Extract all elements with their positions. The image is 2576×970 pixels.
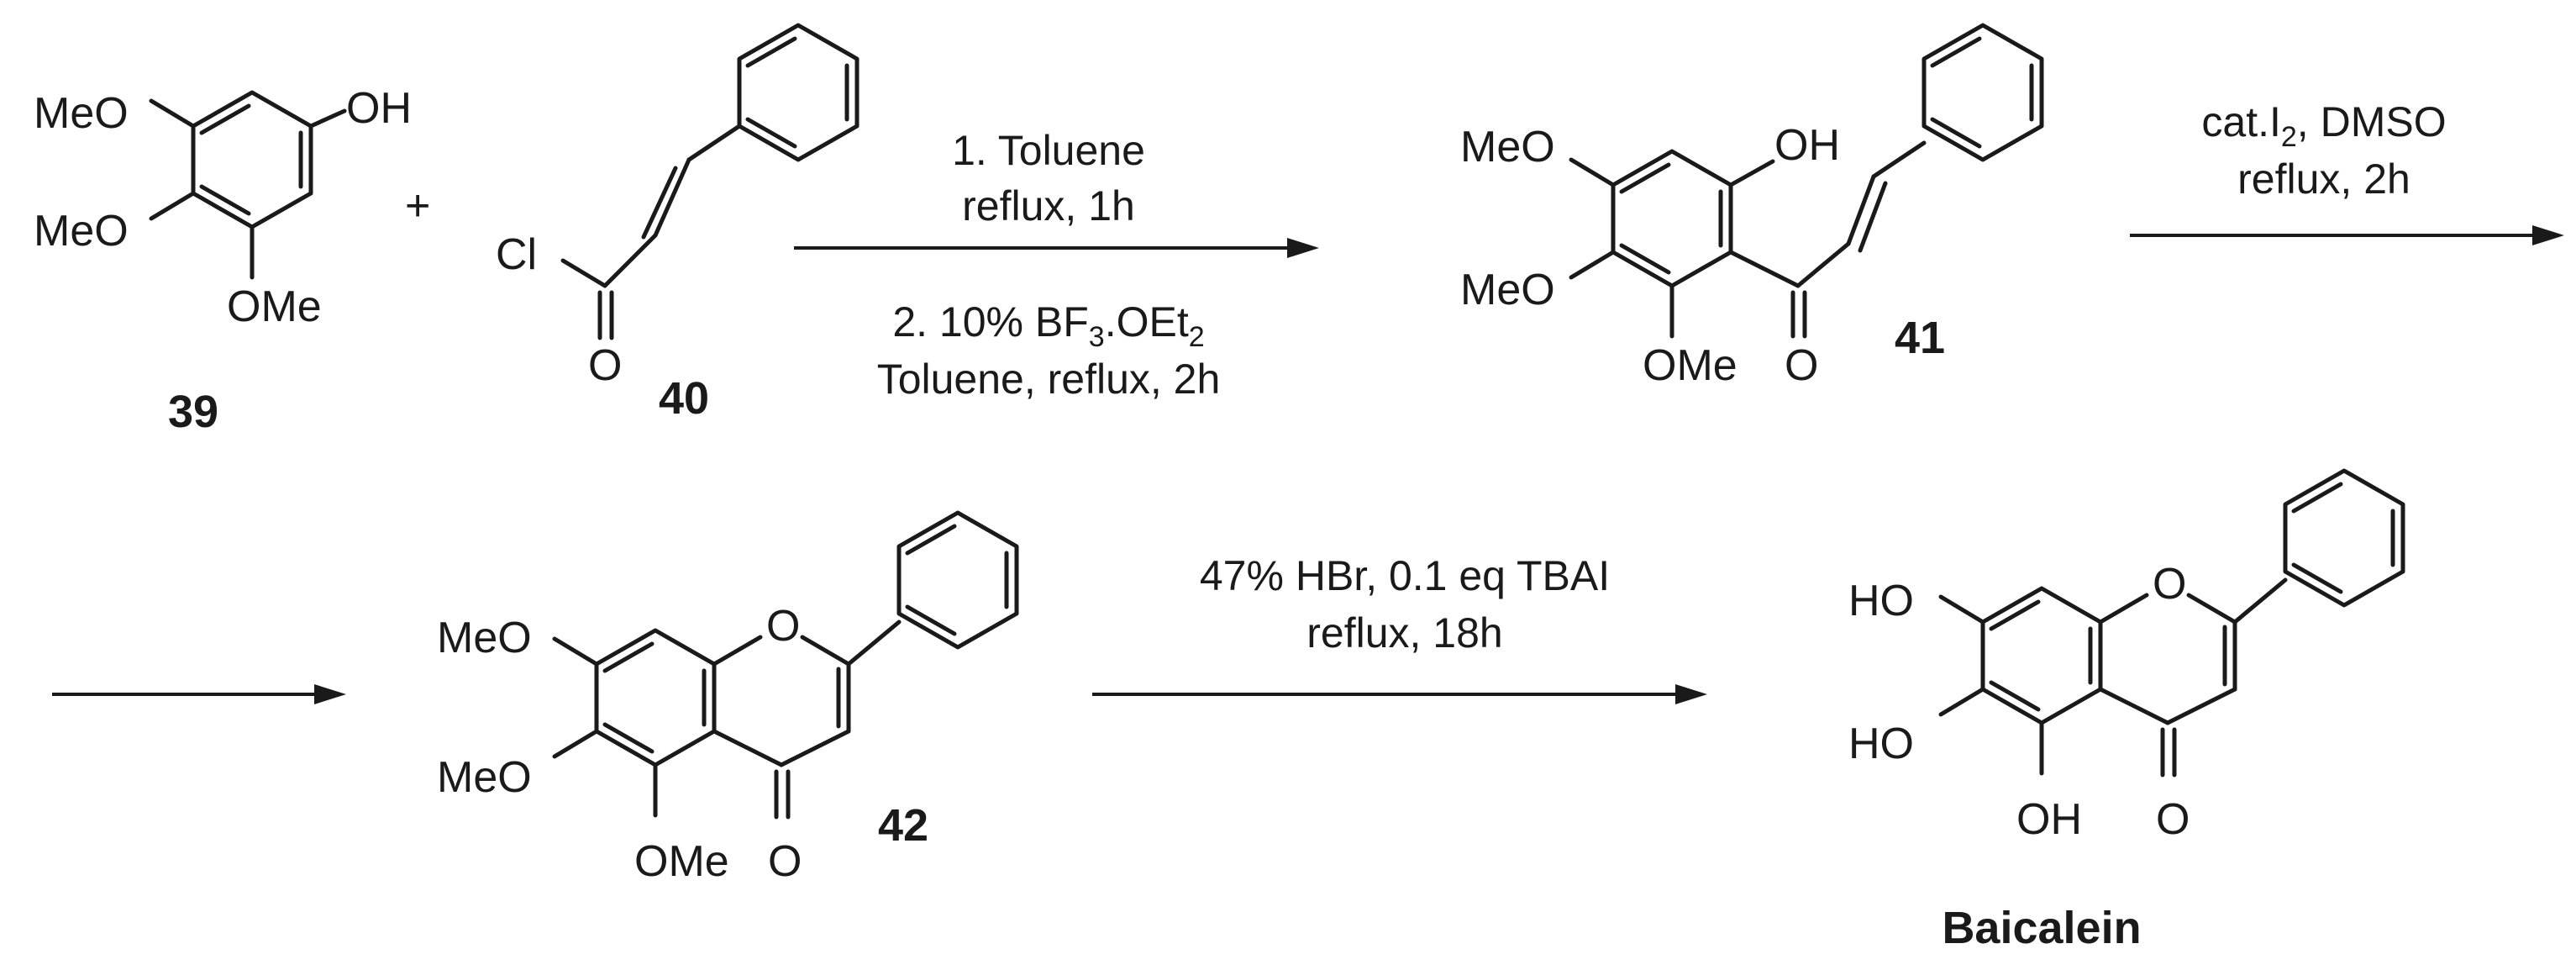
- compound-39-oh-label: OH: [346, 84, 412, 133]
- baicalein-ho-mid-label: HO: [1848, 720, 1914, 768]
- step2-line2: reflux, 2h: [2237, 156, 2410, 203]
- compound-40-number: 40: [659, 373, 709, 424]
- compound-40-bonds: [560, 23, 860, 340]
- compound-39: MeO MeO OMe OH 39: [34, 84, 412, 437]
- compound-42-ring-o-label: O: [766, 602, 800, 651]
- compound-41: MeO MeO OMe OH O 41: [1460, 23, 2044, 390]
- baicalein-ho-top-label: HO: [1848, 577, 1914, 625]
- compound-40-cl-label: Cl: [496, 230, 537, 279]
- compound-39-meo-top-label: MeO: [34, 89, 129, 138]
- baicalein-oh-bottom-label: OH: [2016, 795, 2082, 844]
- step2-line1: cat.I2, DMSO: [2201, 98, 2446, 153]
- reaction-arrow-step1: [794, 238, 1319, 258]
- reaction-arrow-step2: [52, 225, 2564, 704]
- step1-line3: 2. 10% BF3.OEt2: [892, 298, 1204, 353]
- compound-41-oh-label: OH: [1774, 121, 1840, 170]
- compound-41-meo-top-label: MeO: [1460, 123, 1555, 171]
- baicalein-name: Baicalein: [1942, 903, 2141, 953]
- reaction-arrow-step3: [1092, 684, 1707, 704]
- compound-41-number: 41: [1895, 313, 1945, 363]
- compound-baicalein: HO HO OH O O Baicalein: [1848, 468, 2405, 953]
- compound-40-carbonyl-o-label: O: [588, 341, 622, 390]
- compound-39-number: 39: [168, 387, 218, 437]
- conditions-step3: 47% HBr, 0.1 eq TBAI reflux, 18h: [1200, 552, 1610, 656]
- compound-41-carbonyl-o-label: O: [1785, 341, 1818, 390]
- compound-41-meo-mid-label: MeO: [1460, 266, 1555, 314]
- step3-line2: reflux, 18h: [1306, 609, 1502, 656]
- compound-42-meo-top-label: MeO: [437, 614, 532, 662]
- compound-42-number: 42: [878, 800, 928, 851]
- baicalein-carbonyl-o-label: O: [2156, 795, 2190, 844]
- conditions-step2: cat.I2, DMSO reflux, 2h: [2201, 98, 2446, 203]
- compound-42-bonds: [552, 510, 1019, 820]
- compound-42-ome-bottom-label: OMe: [634, 837, 729, 886]
- step1-line1: 1. Toluene: [952, 127, 1145, 174]
- compound-42-carbonyl-o-label: O: [768, 837, 802, 886]
- step3-line1: 47% HBr, 0.1 eq TBAI: [1200, 552, 1610, 599]
- baicalein-bonds: [1938, 468, 2405, 778]
- compound-41-ome-bottom-label: OMe: [1643, 341, 1737, 390]
- compound-39-bonds: [149, 90, 347, 280]
- step1-line4: Toluene, reflux, 2h: [877, 356, 1221, 403]
- baicalein-ring-o-label: O: [2153, 560, 2186, 609]
- plus-sign: +: [405, 182, 430, 230]
- compound-42-meo-mid-label: MeO: [437, 753, 532, 802]
- conditions-step1: 1. Toluene reflux, 1h 2. 10% BF3.OEt2 To…: [877, 127, 1221, 403]
- compound-39-ome-bottom-label: OMe: [227, 282, 322, 331]
- compound-39-meo-mid-label: MeO: [34, 207, 129, 256]
- compound-41-bonds: [1569, 23, 2044, 339]
- step1-line2: reflux, 1h: [962, 182, 1135, 229]
- compound-40: Cl O 40: [496, 23, 860, 424]
- compound-42: MeO MeO OMe O O 42: [437, 510, 1019, 886]
